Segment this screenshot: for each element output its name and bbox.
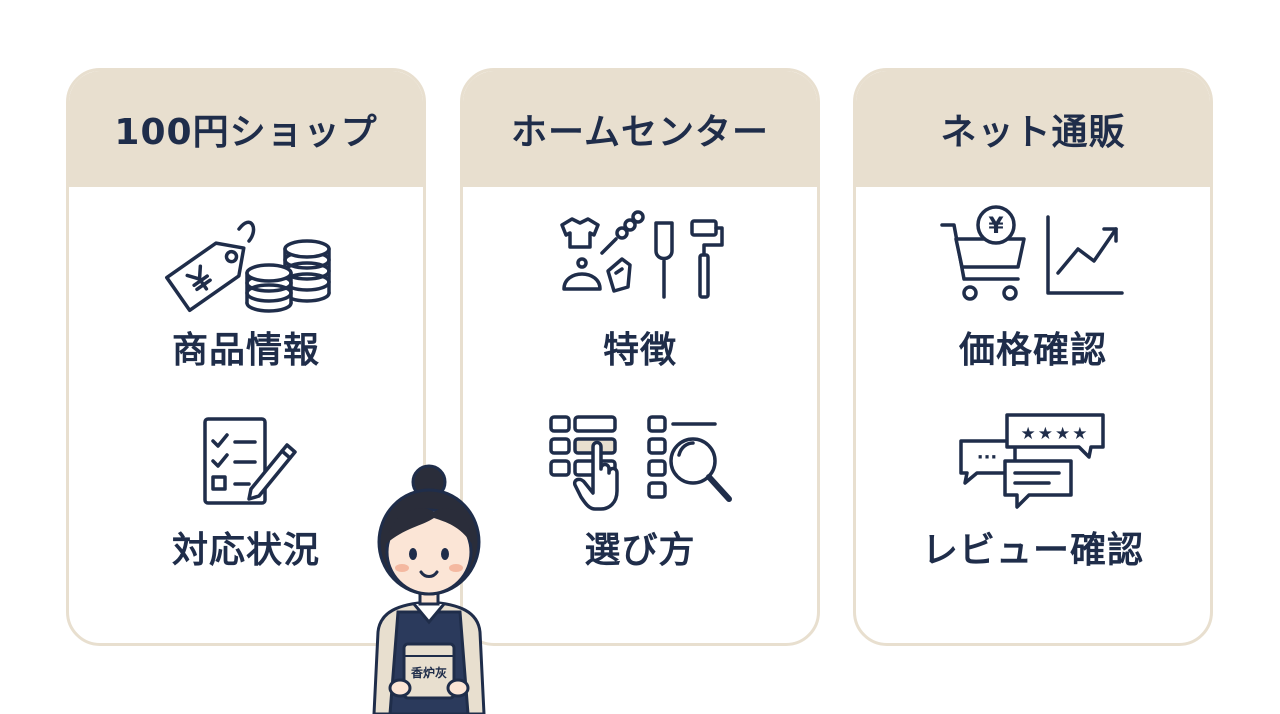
item-label: 特徴 — [602, 330, 677, 371]
cart-chart-icon: ¥ — [938, 205, 1128, 311]
item-label: 選び方 — [584, 530, 696, 571]
item-product-info: 商品情報 — [69, 211, 423, 373]
card-title: ネット通販 — [940, 112, 1126, 153]
card-header: 100円ショップ — [69, 71, 423, 187]
price-tag-coins-icon — [161, 211, 331, 313]
checklist-pencil-icon — [191, 411, 301, 511]
card-100yen-shop: 100円ショップ — [66, 68, 426, 646]
item-features: 特徴 — [463, 210, 817, 373]
card-header: ネット通販 — [856, 71, 1210, 187]
card-title: ホームセンター — [511, 112, 769, 153]
item-label: 商品情報 — [171, 330, 320, 371]
stars-text: ★★★★ — [1021, 424, 1090, 444]
card-title: 100円ショップ — [114, 112, 378, 153]
card-header: ホームセンター — [463, 71, 817, 187]
item-review-check: ··· ★★★★ レビュー確認 — [856, 411, 1210, 573]
select-search-icon — [545, 411, 735, 511]
household-tools-icon — [550, 210, 730, 311]
item-how-to-choose: 選び方 — [463, 411, 817, 573]
item-price-check: ¥ 価格確認 — [856, 205, 1210, 373]
item-label: レビュー確認 — [921, 530, 1144, 571]
dots-text: ··· — [977, 447, 998, 468]
card-home-center: ホームセンター — [460, 68, 820, 646]
review-bubbles-icon: ··· ★★★★ — [953, 411, 1113, 511]
yen-text: ¥ — [988, 214, 1004, 239]
shop-assistant-character: 香炉灰 — [364, 462, 494, 714]
card-online-shopping: ネット通販 ¥ 価格確認 ·· — [853, 68, 1213, 646]
item-label: 価格確認 — [958, 330, 1107, 371]
item-label: 対応状況 — [171, 530, 320, 571]
item-support-status: 対応状況 — [69, 411, 423, 573]
bag-label: 香炉灰 — [410, 665, 447, 680]
